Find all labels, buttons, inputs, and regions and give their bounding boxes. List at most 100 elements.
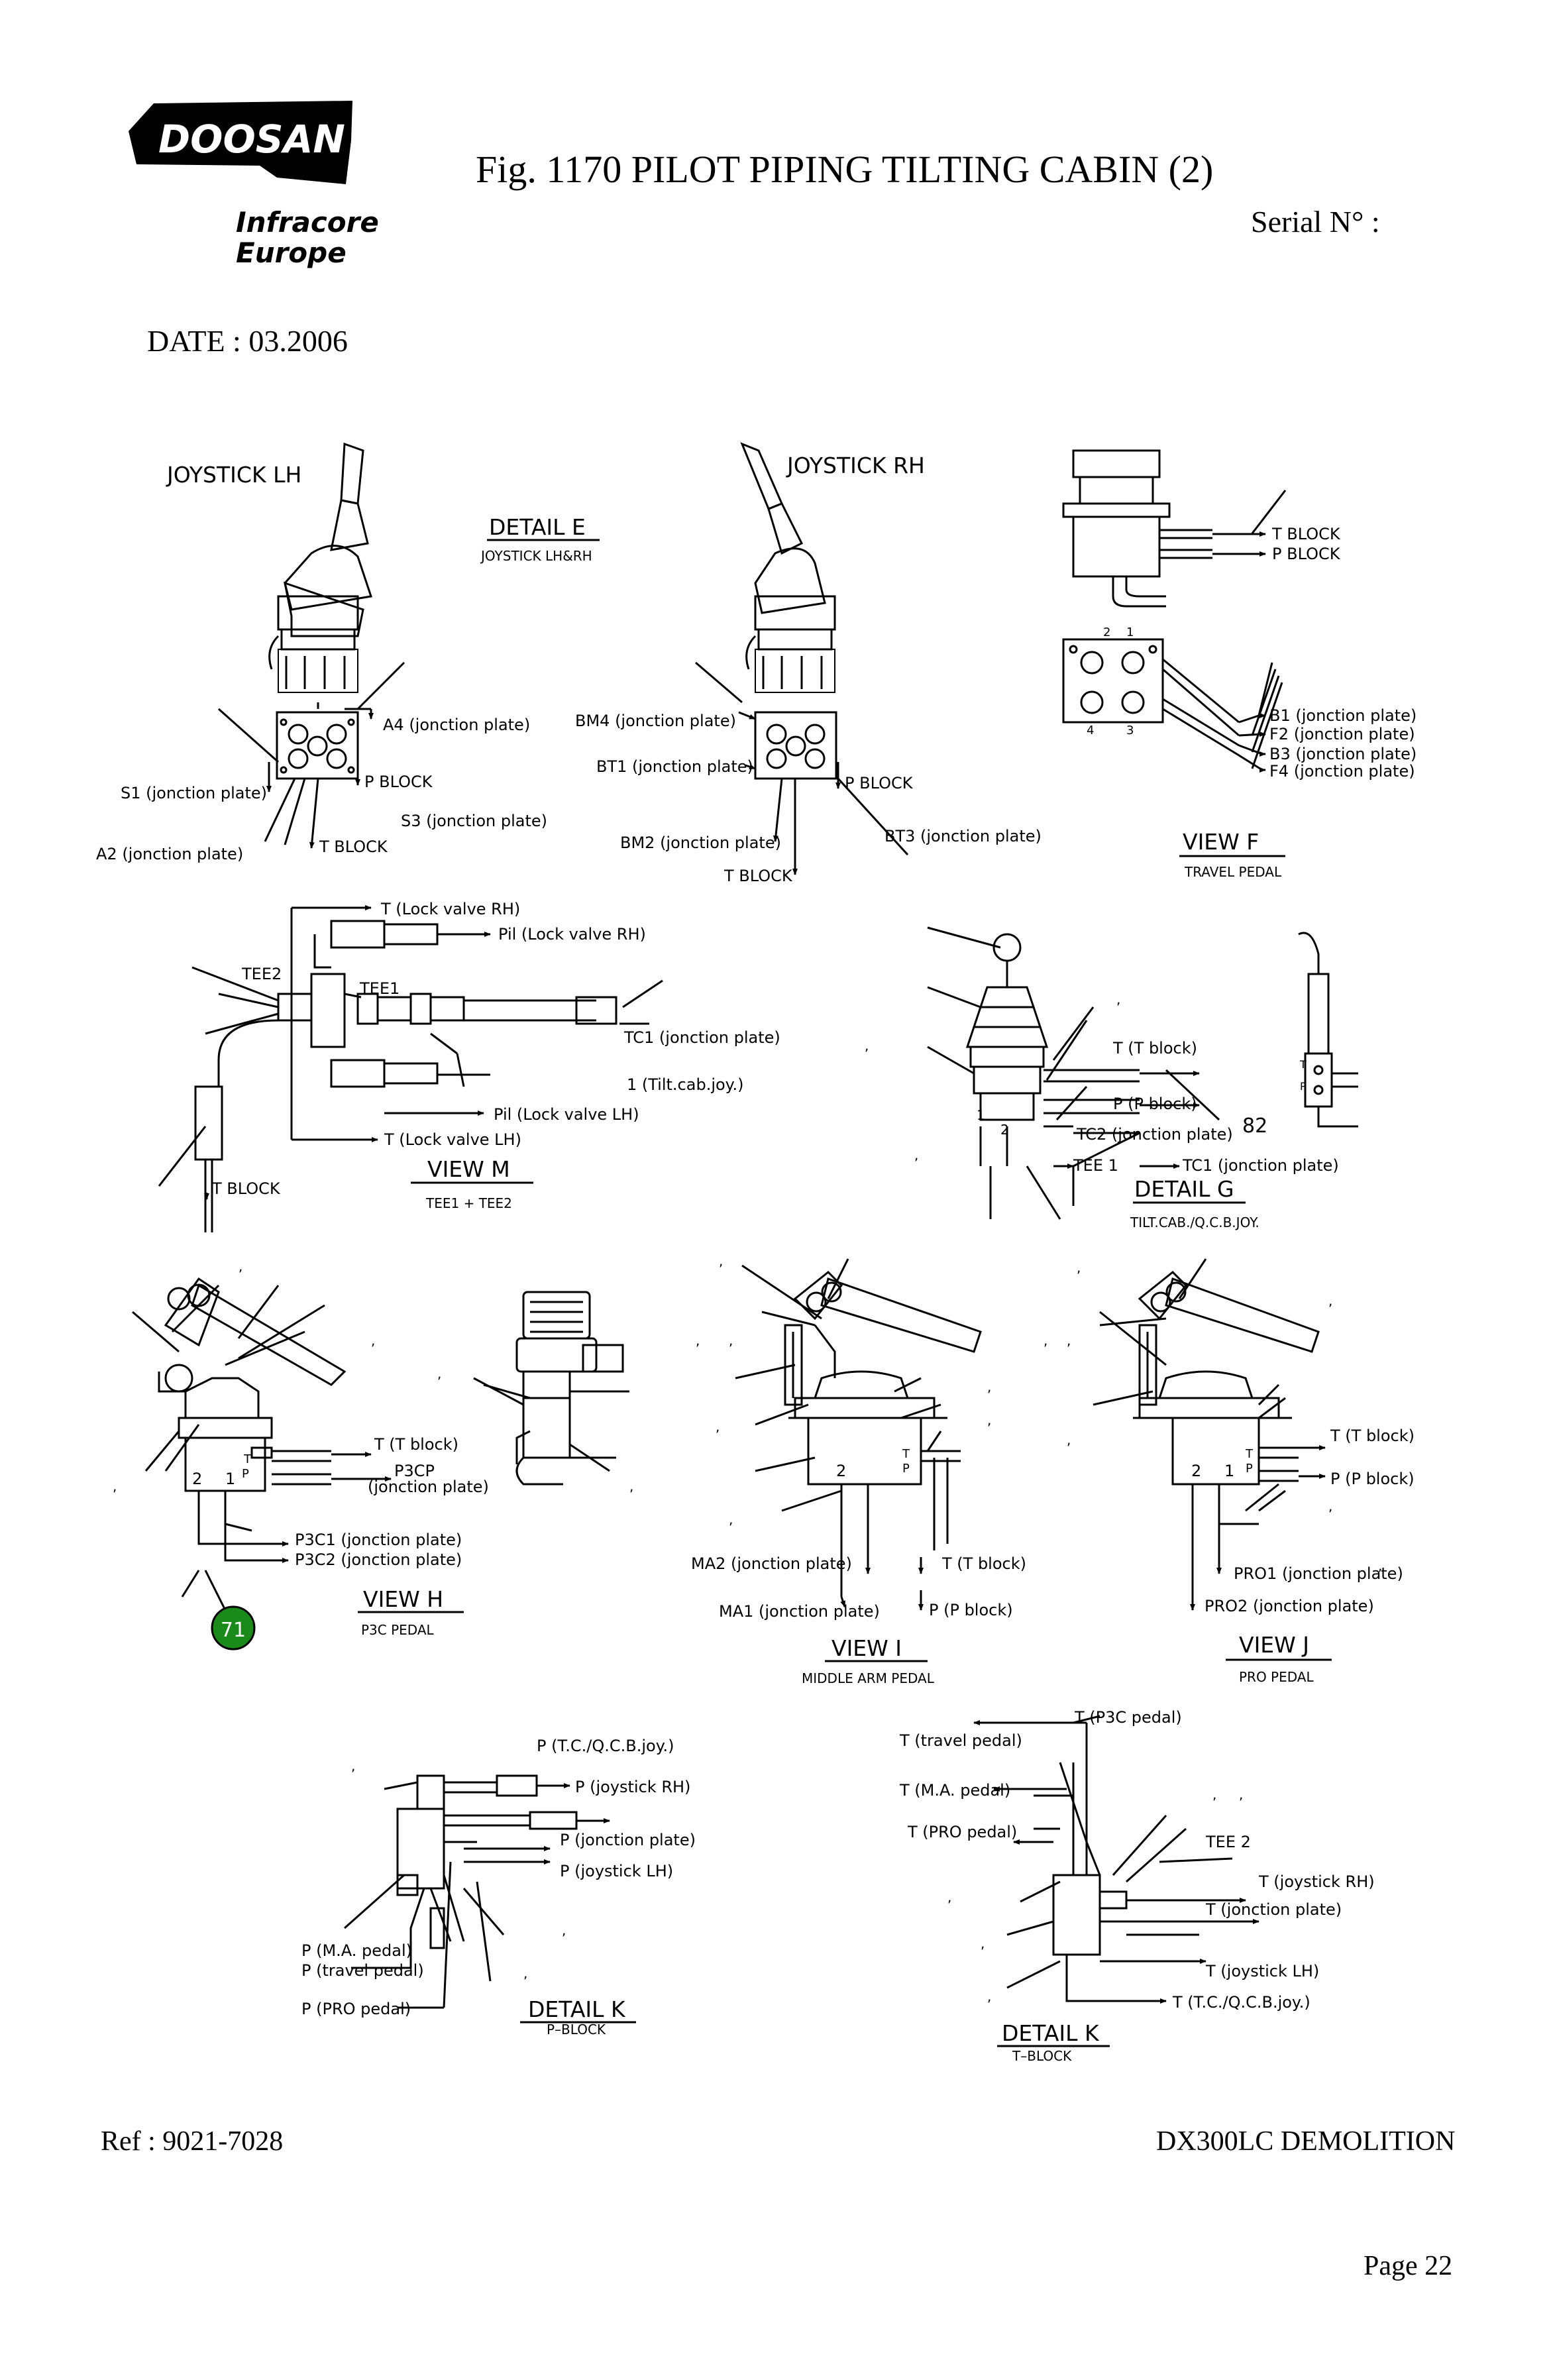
logo-line1: Infracore — [236, 206, 379, 239]
comma-mark: , — [523, 1965, 527, 1981]
label-t-travel-pedal: T (travel pedal) — [899, 1731, 1022, 1750]
label-p-jonction-plate: P (jonction plate) — [560, 1831, 696, 1849]
p3c-pedal-drawing — [132, 1277, 629, 1611]
label-ma1: MA1 (jonction plate) — [719, 1602, 880, 1621]
label-tee-2: TEE 2 — [1205, 1833, 1251, 1851]
comma-mark: , — [1378, 1558, 1382, 1574]
port-mark: T — [1299, 1058, 1307, 1071]
comma-mark: , — [239, 1258, 242, 1274]
label-p3cp-plate: (jonction plate) — [368, 1478, 489, 1496]
detail-k-p-subtitle: P–BLOCK — [547, 2022, 606, 2037]
detail-g-subtitle: TILT.CAB./Q.C.B.JOY. — [1130, 1215, 1259, 1230]
comma-mark: , — [981, 1935, 985, 1951]
label-pil-lock-lh: Pil (Lock valve LH) — [494, 1105, 639, 1124]
port-mark: 2 — [1103, 625, 1110, 639]
comma-mark: , — [1116, 991, 1120, 1007]
page-title: Fig. 1170 PILOT PIPING TILTING CABIN (2) — [476, 148, 1214, 191]
comma-mark: , — [371, 1332, 375, 1348]
view-j-title: VIEW J — [1239, 1632, 1309, 1658]
label-b3: B3 (jonction plate) — [1269, 745, 1417, 763]
comma-mark: , — [437, 1366, 441, 1381]
label-t-lock-lh: T (Lock valve LH) — [384, 1130, 521, 1149]
label-p-p-block-g: P (P block) — [1113, 1095, 1197, 1113]
comma-mark: , — [729, 1332, 733, 1348]
view-i-title: VIEW I — [831, 1635, 902, 1661]
port-mark: P — [1246, 1462, 1253, 1476]
label-pil-lock-rh: Pil (Lock valve RH) — [498, 925, 646, 944]
comma-mark: , — [865, 1038, 869, 1054]
label-f2: F2 (jonction plate) — [1269, 725, 1415, 743]
detail-k-t-subtitle: T–BLOCK — [1012, 2048, 1072, 2064]
label-a4: A4 (jonction plate) — [383, 716, 530, 734]
comma-mark: , — [987, 1988, 991, 2004]
port-mark: 1 — [1126, 625, 1134, 639]
label-p-joystick-rh: P (joystick RH) — [575, 1778, 690, 1796]
detail-e-title: DETAIL E — [489, 514, 586, 540]
label-p-block-f: P BLOCK — [1272, 545, 1341, 563]
item-badge — [211, 1605, 256, 1650]
comma-mark: , — [1328, 1293, 1332, 1309]
middle-arm-pedal-drawing — [735, 1258, 982, 1611]
comma-mark: , — [1067, 1332, 1071, 1348]
label-p-travel-pedal: P (travel pedal) — [301, 1961, 424, 1980]
label-s1: S1 (jonction plate) — [121, 784, 267, 802]
label-t-ma-pedal: T (M.A. pedal) — [899, 1781, 1010, 1800]
comma-mark: , — [1212, 1786, 1216, 1802]
comma-mark: , — [1077, 1260, 1081, 1275]
port-mark: 1 — [977, 1107, 985, 1123]
label-t-t-block-h: T (T block) — [374, 1435, 458, 1454]
view-h-title: VIEW H — [363, 1586, 443, 1612]
page-number: Page 22 — [1364, 2251, 1453, 2281]
label-b1: B1 (jonction plate) — [1269, 706, 1417, 725]
port-mark: T — [1245, 1447, 1254, 1461]
label-p-tc-qcb: P (T.C./Q.C.B.joy.) — [537, 1737, 674, 1755]
label-t-block-m: T BLOCK — [211, 1179, 281, 1198]
label-a2: A2 (jonction plate) — [96, 845, 243, 863]
joystick-lh-label: JOYSTICK LH — [166, 462, 301, 488]
port-mark: 1 — [225, 1470, 235, 1488]
label-p-ma-pedal: P (M.A. pedal) — [301, 1941, 412, 1960]
label-p-joystick-lh: P (joystick LH) — [560, 1862, 673, 1880]
view-i-subtitle: MIDDLE ARM PEDAL — [802, 1670, 935, 1686]
label-t-block-f: T BLOCK — [1271, 525, 1341, 543]
label-p3cp: P3CP — [394, 1462, 435, 1480]
p-block-drawing — [344, 1774, 610, 2009]
label-pro2: PRO2 (jonction plate) — [1205, 1597, 1374, 1615]
label-bm2: BM2 (jonction plate) — [620, 834, 781, 852]
port-mark: 4 — [1087, 724, 1094, 737]
comma-mark: , — [629, 1478, 633, 1494]
item-badge-number: 71 — [221, 1619, 246, 1642]
label-p-block-rh: P BLOCK — [845, 774, 914, 792]
label-t-joystick-rh: T (joystick RH) — [1258, 1872, 1375, 1891]
label-p-p-block-i: P (P block) — [929, 1601, 1013, 1619]
pro-pedal-drawing — [1093, 1258, 1326, 1611]
port-mark: 2 — [192, 1470, 202, 1488]
comma-mark: , — [696, 1332, 700, 1348]
port-mark: T — [243, 1452, 252, 1466]
label-tc1-g: TC1 (jonction plate) — [1182, 1156, 1339, 1175]
comma-mark: , — [1328, 1498, 1332, 1514]
port-mark: P — [242, 1467, 249, 1481]
label-tee1: TEE1 — [359, 979, 400, 998]
label-ma2: MA2 (jonction plate) — [691, 1554, 852, 1573]
label-t-t-block-g: T (T block) — [1112, 1039, 1197, 1057]
label-f4: F4 (jonction plate) — [1269, 762, 1415, 781]
label-tee2: TEE2 — [241, 965, 282, 983]
joystick-rh-drawing — [695, 442, 909, 875]
comma-mark: , — [1239, 1786, 1243, 1802]
label-p-pro-pedal: P (PRO pedal) — [301, 2000, 411, 2018]
comma-mark: , — [947, 1889, 951, 1905]
comma-mark: , — [1044, 1332, 1047, 1348]
label-tc1: TC1 (jonction plate) — [623, 1028, 780, 1047]
comma-mark: , — [351, 1758, 355, 1774]
label-tc2: TC2 (jonction plate) — [1076, 1125, 1233, 1144]
label-t-joystick-lh: T (joystick LH) — [1205, 1962, 1319, 1980]
pilot-piping-drawing: 71 JOYSTICK LH JOYSTICK RH DETAIL E JOYS… — [96, 442, 1417, 2064]
label-tilt-cab-joy: 1 (Tilt.cab.joy.) — [627, 1075, 743, 1094]
callout-82: 82 — [1242, 1114, 1267, 1138]
label-p-block-lh: P BLOCK — [364, 773, 433, 791]
label-t-t-block-j: T (T block) — [1330, 1427, 1415, 1445]
detail-k-t-title: DETAIL K — [1002, 2020, 1100, 2046]
tilt-cab-joystick-drawing — [927, 926, 1358, 1220]
joystick-lh-drawing — [218, 442, 405, 849]
